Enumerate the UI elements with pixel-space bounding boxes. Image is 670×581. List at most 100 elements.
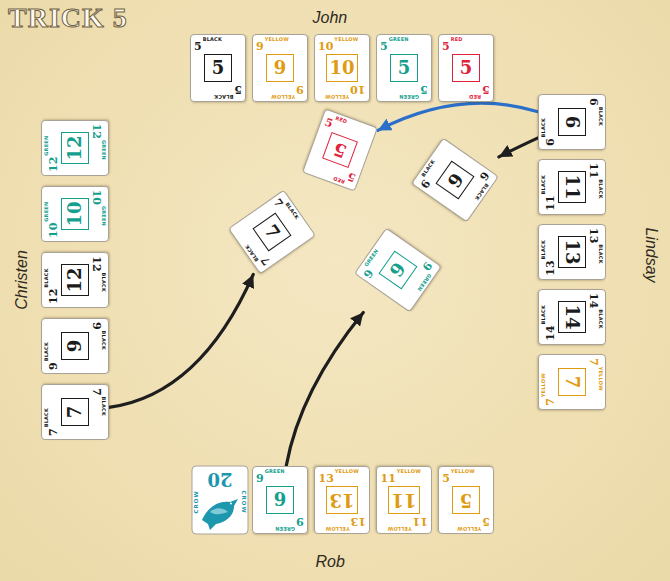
card-color: YELLOW: [325, 526, 349, 532]
card-number: 13: [318, 472, 333, 485]
card-color: BLACK: [598, 107, 604, 126]
card-color: GREEN: [265, 468, 285, 474]
card-corner: 5RED: [469, 83, 490, 99]
player-name: John: [313, 9, 348, 27]
card-number: 5: [380, 40, 388, 53]
card-corner: 14BLACK: [587, 293, 603, 329]
card-corner: 5YELLOW: [442, 469, 475, 485]
card-color: BLACK: [540, 305, 546, 324]
card-color: RED: [451, 36, 463, 42]
player-name: Christen: [13, 250, 31, 310]
card-color: YELLOW: [451, 468, 475, 474]
crow-card: 20CROWCROW: [192, 466, 248, 534]
card-value: 12: [61, 132, 89, 163]
number-card: 6BLACK66BLACK: [411, 138, 499, 223]
card-color: BLACK: [43, 268, 49, 287]
card-corner: 10GREEN: [90, 190, 106, 226]
card-color: BLACK: [540, 175, 546, 194]
card-value: 11: [558, 171, 586, 202]
crow-wing: [210, 508, 228, 514]
card-corner: 7YELLOW: [541, 373, 557, 406]
card-number: 5: [482, 83, 490, 96]
card-number: 10: [90, 190, 103, 205]
card-name: CROW: [240, 490, 246, 513]
play-arrow: [499, 138, 538, 157]
card-color: BLACK: [540, 118, 546, 137]
card-color: GREEN: [399, 94, 419, 100]
card-value: 10: [61, 198, 89, 229]
card-corner: 14 BLACK: [541, 305, 557, 341]
card-number: 14: [544, 326, 557, 341]
card-color: YELLOW: [334, 36, 358, 42]
card-number: 6: [544, 138, 557, 146]
card-number: 5: [482, 515, 490, 528]
card-color: BLACK: [284, 201, 300, 220]
crow-card-face: [192, 466, 248, 534]
number-card: 7YELLOW77YELLOW: [538, 354, 606, 410]
card-color: GREEN: [43, 202, 49, 222]
card-color: YELLOW: [334, 468, 358, 474]
card-color: BLACK: [43, 342, 49, 361]
number-card: 7BLACK77BLACK: [41, 384, 109, 440]
card-value: 11: [388, 486, 419, 514]
card-number: 10: [351, 83, 366, 96]
card-corner: 11BLACK: [587, 163, 603, 199]
card-corner: 9GREEN: [408, 259, 438, 292]
card-number: 7: [544, 398, 557, 406]
card-corner: 12GREEN: [90, 124, 106, 160]
card-color: RED: [332, 176, 345, 186]
card-value: 9: [379, 251, 418, 290]
card-corner: 12 BLACK: [44, 268, 60, 304]
number-card: 11YELLOW1111YELLOW: [376, 466, 432, 534]
card-number: 6: [587, 98, 600, 106]
card-color: RED: [469, 94, 481, 100]
card-corner: 11 BLACK: [541, 175, 557, 211]
card-corner: 9BLACK: [90, 322, 106, 350]
number-card: 7BLACK77BLACK: [228, 190, 316, 275]
card-number: 6: [418, 177, 433, 191]
number-card: 5YELLOW55YELLOW: [438, 466, 494, 534]
card-number: 12: [47, 289, 60, 304]
card-color: YELLOW: [325, 94, 349, 100]
number-card: 14BLACK1414BLACK: [538, 289, 606, 345]
card-color: BLACK: [101, 331, 107, 350]
card-corner: 6BLACK: [416, 159, 445, 191]
number-card: 10YELLOW1010YELLOW: [314, 34, 370, 102]
card-corner: 12GREEN: [44, 136, 60, 172]
number-card: 5GREEN55GREEN: [376, 34, 432, 102]
card-number: 5: [234, 83, 242, 96]
card-color: YELLOW: [540, 373, 546, 397]
card-corner: 13BLACK: [541, 240, 557, 276]
card-corner: 5BLACK: [194, 37, 222, 53]
number-card: 6BLACK66BLACK: [538, 94, 606, 150]
play-arrow: [378, 103, 538, 130]
card-color: GREEN: [101, 140, 107, 160]
card-value: 10: [326, 54, 357, 82]
card-number: 12: [47, 157, 60, 172]
crow-eye: [230, 503, 232, 505]
play-arrow: [286, 312, 363, 466]
card-corner: 13YELLOW: [318, 469, 359, 485]
card-number: 5: [346, 170, 358, 185]
card-color: BLACK: [598, 179, 604, 198]
card-color: GREEN: [389, 36, 409, 42]
card-number: 9: [296, 515, 304, 528]
card-number: 5: [323, 115, 335, 130]
card-number: 13: [544, 261, 557, 276]
card-corner: 5RED: [442, 37, 463, 53]
card-color: BLACK: [203, 36, 222, 42]
card-corner: 5GREEN: [380, 37, 409, 53]
card-value: 7: [558, 368, 586, 396]
card-corner: 5YELLOW: [457, 515, 490, 531]
card-corner: 5RED: [333, 165, 358, 187]
card-corner: 9GREEN: [359, 248, 389, 281]
card-color: BLACK: [243, 244, 259, 263]
card-number: 11: [544, 196, 557, 211]
card-number: 9: [47, 362, 60, 370]
number-card: 10GREEN1010GREEN: [41, 186, 109, 242]
number-card: 12BLACK1212BLACK: [41, 252, 109, 308]
number-card: 5BLACK55BLACK: [190, 34, 246, 102]
card-color: BLACK: [101, 397, 107, 416]
card-corner: 12BLACK: [90, 256, 106, 292]
